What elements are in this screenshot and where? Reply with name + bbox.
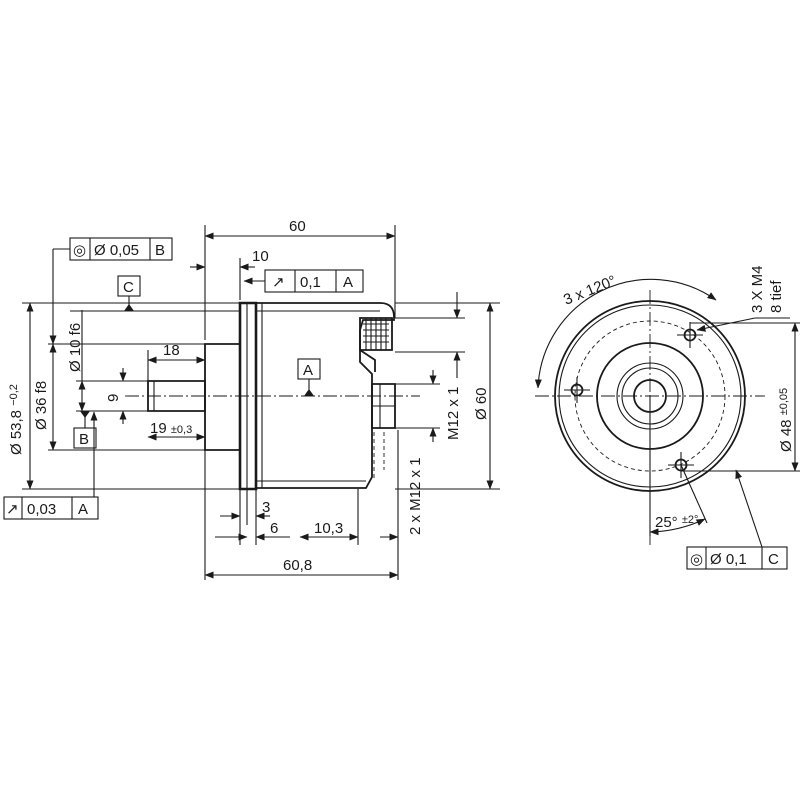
datum-c: C	[70, 275, 240, 312]
svg-text:↗: ↗	[6, 501, 19, 518]
thread-depth: 8 tief	[768, 280, 785, 313]
dim-10-3: 10,3	[314, 520, 343, 537]
dim-6: 6	[270, 520, 278, 537]
side-view: 60 10 ↗ 0,1 A C ◎ Ø	[3, 218, 500, 580]
dim-shaft-dia: 9	[105, 394, 122, 402]
angle-holes: 3 x 120°	[561, 272, 619, 308]
dim-shaft-tol: 19 ±0,3	[150, 420, 192, 437]
svg-text:Ø 0,1: Ø 0,1	[710, 551, 747, 568]
front-view: 3 x 120° 3 X M4 8 tief Ø 48 ±0,05 25° ±2…	[534, 265, 800, 570]
dim-spigot-dia: Ø 36 f8	[33, 381, 50, 430]
datum-b: B	[73, 411, 97, 449]
svg-text:A: A	[303, 362, 313, 379]
fcf-concentricity-top: ◎ Ø 0,05 B	[49, 237, 173, 345]
svg-text:◎: ◎	[73, 242, 86, 259]
svg-text:0,1: 0,1	[300, 274, 321, 291]
fcf-concentricity-bottom: ◎ Ø 0,1 C	[686, 469, 788, 570]
datum-a: A	[297, 358, 321, 396]
spigot	[204, 343, 241, 451]
top-connector	[359, 317, 393, 372]
fcf-runout-bottom: ↗ 0,03 A	[3, 411, 99, 520]
dim-flange: 10	[252, 248, 269, 265]
svg-text:◎: ◎	[690, 551, 703, 568]
svg-text:B: B	[79, 431, 89, 448]
dim-body-dia: Ø 60	[473, 387, 490, 420]
bolt-circle-dim: Ø 48 ±0,05	[778, 388, 795, 452]
dim-thread: M12 x 1	[445, 387, 462, 440]
svg-text:A: A	[343, 274, 353, 291]
fcf-runout-top: ↗ 0,1 A	[243, 269, 364, 293]
svg-text:0,03: 0,03	[27, 501, 56, 518]
svg-text:B: B	[155, 242, 165, 259]
dim-thread-2: 2 x M12 x 1	[407, 457, 424, 535]
svg-text:↗: ↗	[272, 274, 285, 291]
dim-shaft-fit: Ø 10 f6	[67, 323, 84, 372]
svg-text:A: A	[78, 501, 88, 518]
svg-text:Ø 0,05: Ø 0,05	[94, 242, 139, 259]
angle-offset: 25° ±2°	[655, 514, 698, 531]
dim-length-overall: 60,8	[283, 557, 312, 574]
svg-text:C: C	[768, 551, 779, 568]
encoder-body	[255, 302, 395, 489]
dim-length-total: 60	[289, 218, 306, 235]
thread-holes: 3 X M4	[749, 265, 766, 313]
side-connector	[371, 383, 396, 478]
dim-3: 3	[262, 499, 270, 516]
dim-shaft-length: 18	[163, 342, 180, 359]
svg-text:C: C	[123, 279, 134, 296]
dim-flange-dia: Ø 53,8 −0,2	[8, 384, 25, 455]
